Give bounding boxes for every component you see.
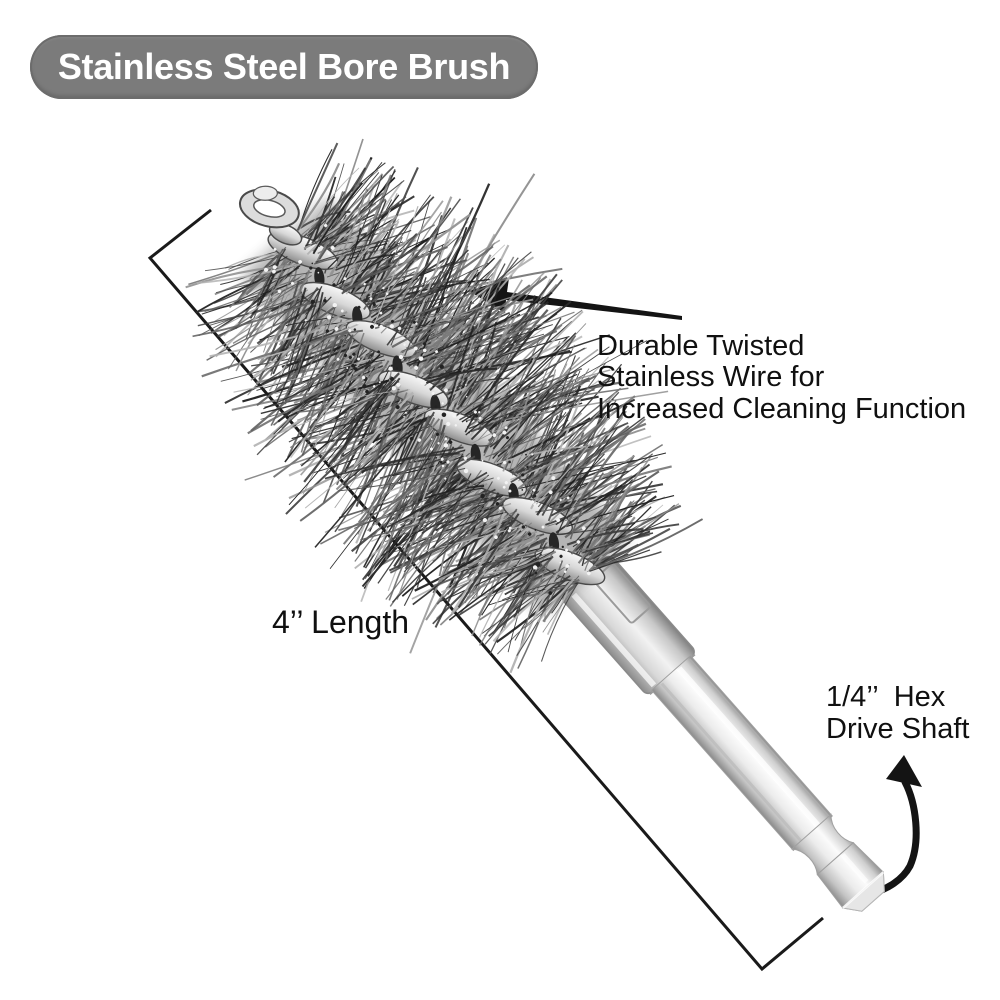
bore-brush — [185, 138, 885, 912]
hex-shaft — [650, 654, 833, 852]
hex-bit-tip — [790, 813, 885, 912]
wire-loop-end — [238, 185, 303, 246]
title-badge: Stainless Steel Bore Brush — [30, 35, 538, 99]
callout-durable-wire: Durable Twisted Stainless Wire for Incre… — [597, 330, 967, 425]
brush-section — [185, 138, 704, 674]
wire-callout-arrow — [469, 278, 682, 320]
callout-hex-drive-shaft: 1/4’’ Hex Drive Shaft — [826, 681, 970, 745]
bristles-front — [185, 142, 704, 674]
hex-callout-arrow — [864, 755, 922, 898]
twisted-wire-stem — [267, 231, 606, 586]
callout-length: 4’’ Length — [272, 604, 410, 640]
length-dimension-bracket — [147, 208, 824, 972]
